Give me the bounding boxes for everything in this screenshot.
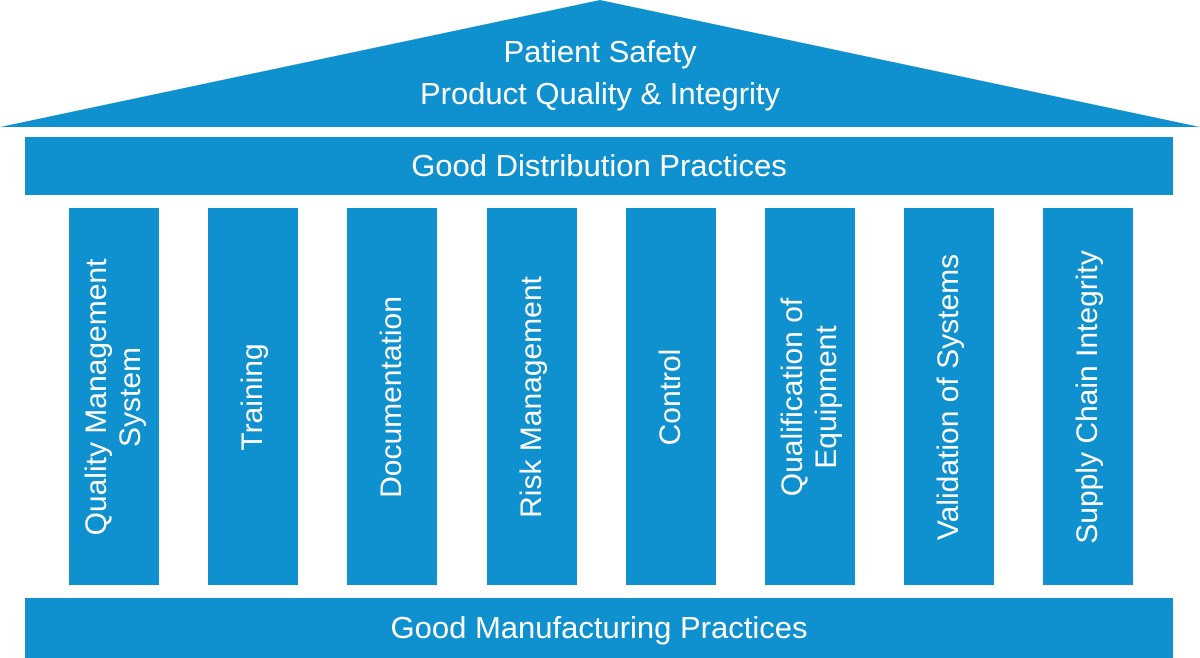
bottom-band: Good Manufacturing Practices: [25, 598, 1173, 658]
pillar-validation-of-systems: Validation of Systems: [904, 208, 994, 585]
pillar-label: Quality Management System: [80, 258, 147, 535]
pillar-training: Training: [208, 208, 298, 585]
top-band: Good Distribution Practices: [25, 137, 1173, 195]
pillar-qualification-of-equipment: Qualification of Equipment: [765, 208, 855, 585]
pillar-label: Qualification of Equipment: [776, 297, 843, 496]
top-band-label: Good Distribution Practices: [411, 148, 787, 183]
roof: [0, 0, 1200, 127]
pillar-label: Risk Management: [515, 275, 548, 518]
bottom-band-label: Good Manufacturing Practices: [390, 610, 808, 645]
roof-title-line-1: Patient Safety: [503, 34, 697, 69]
pillar-label: Documentation: [375, 295, 408, 498]
roof-triangle: [0, 0, 1200, 127]
pillar-documentation: Documentation: [347, 208, 437, 585]
pillar-risk-management: Risk Management: [487, 208, 577, 585]
pillar-quality-management-system: Quality Management System: [69, 208, 159, 585]
pillar-supply-chain-integrity: Supply Chain Integrity: [1043, 208, 1133, 585]
pillar-label: Training: [236, 342, 269, 451]
pillar-control: Control: [626, 208, 716, 585]
pillar-label: Validation of Systems: [932, 253, 965, 540]
roof-title-line-2: Product Quality & Integrity: [419, 76, 781, 111]
pillar-label: Control: [654, 348, 687, 445]
pillar-label: Supply Chain Integrity: [1071, 249, 1104, 544]
